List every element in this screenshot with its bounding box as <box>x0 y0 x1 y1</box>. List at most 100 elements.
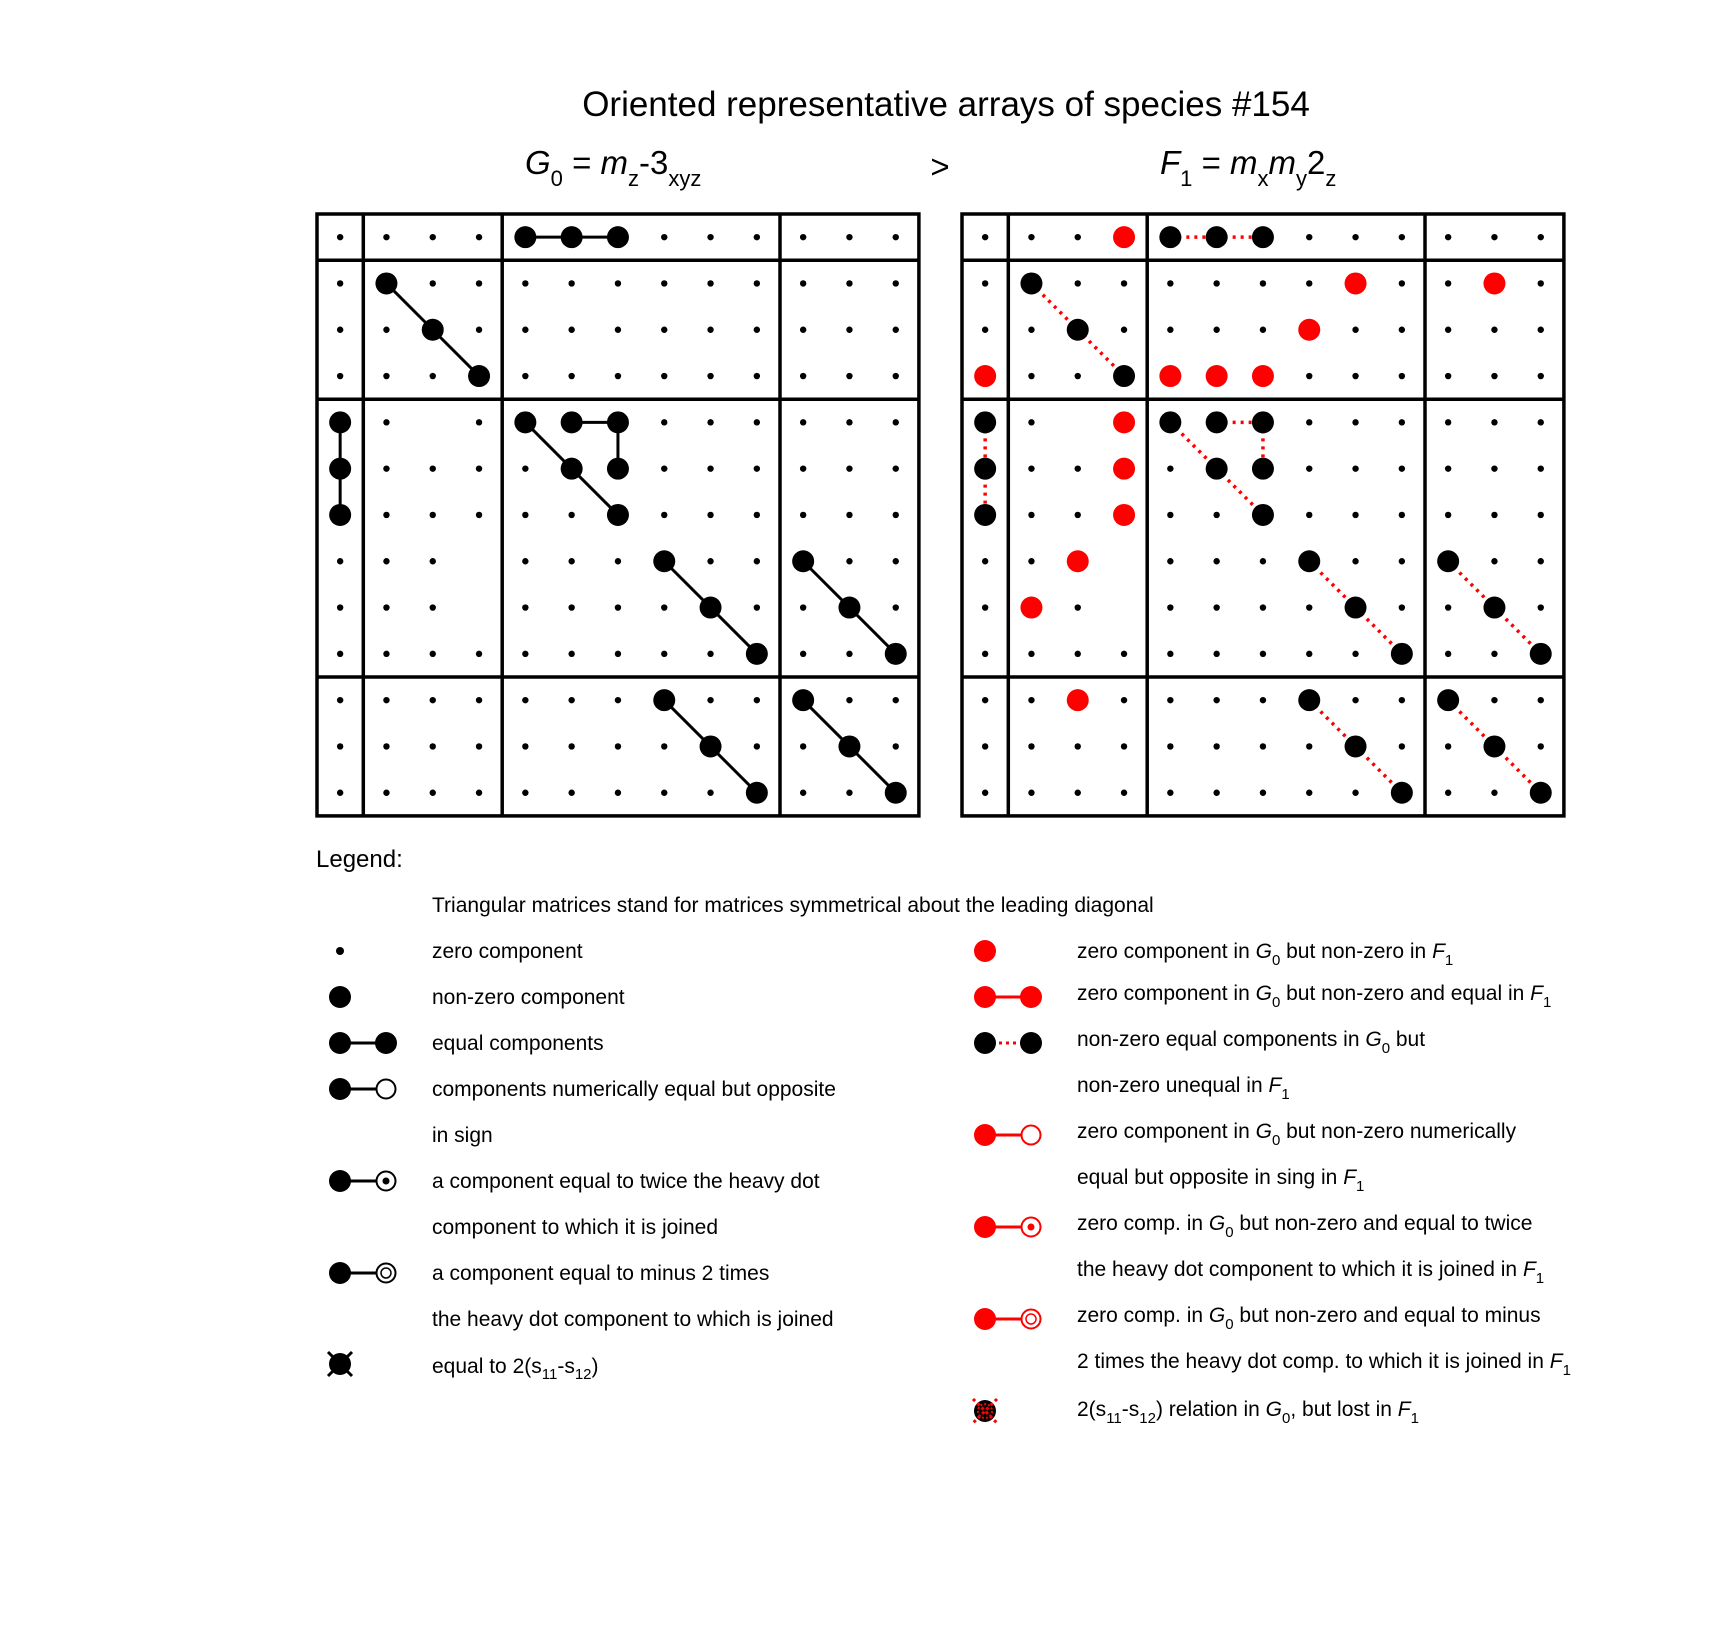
zero-component <box>383 743 390 750</box>
zero-component <box>846 326 853 333</box>
zero-component <box>336 326 344 333</box>
zero-component <box>475 326 483 333</box>
zero-component <box>799 419 807 426</box>
legend-left-column: zero component non-zero component equal … <box>432 940 836 1383</box>
zero-component <box>336 789 344 796</box>
zero-component <box>1259 650 1267 658</box>
zero-component-icon <box>336 947 344 955</box>
zero-component <box>1491 558 1498 565</box>
nonzero-component <box>1251 226 1274 249</box>
zero-component <box>1074 650 1081 658</box>
nonzero-component <box>792 689 815 712</box>
zero-component <box>892 419 899 426</box>
zero-component <box>568 511 575 519</box>
legend-right-text-3: non-zero unequal in F1 <box>1077 1074 1290 1103</box>
zero-component <box>383 604 390 611</box>
zero-component <box>1120 696 1128 704</box>
zero-component <box>336 372 344 380</box>
zero-component <box>981 789 989 796</box>
zero-component <box>892 696 899 704</box>
red-component <box>1483 272 1506 295</box>
zero-component <box>568 604 575 611</box>
zero-component <box>522 558 529 565</box>
zero-component <box>661 326 668 333</box>
red-component <box>1066 550 1089 573</box>
zero-component <box>1444 604 1452 611</box>
zero-component <box>383 465 390 472</box>
zero-component <box>1537 465 1544 472</box>
zero-component <box>1537 696 1544 704</box>
nonzero-component <box>745 781 768 804</box>
zero-component <box>1491 789 1498 796</box>
zero-component <box>1491 233 1498 241</box>
zero-component <box>475 465 483 472</box>
nonzero-component <box>653 550 676 573</box>
nonzero-component <box>606 226 629 249</box>
zero-component <box>1537 280 1544 287</box>
red-component <box>1205 365 1228 388</box>
zero-component <box>707 326 714 333</box>
zero-component <box>1491 650 1498 658</box>
zero-component <box>981 326 989 333</box>
zero-component <box>1028 465 1035 472</box>
zero-component <box>799 233 807 241</box>
zero-component <box>383 326 390 333</box>
zero-component <box>753 465 761 472</box>
zero-component <box>614 789 622 796</box>
zero-component <box>1306 743 1313 750</box>
red-component <box>1298 318 1321 341</box>
zero-component <box>1259 326 1267 333</box>
zero-component <box>1398 743 1406 750</box>
zero-component <box>1074 280 1081 287</box>
zero-component <box>1444 326 1452 333</box>
zero-component <box>1167 696 1174 704</box>
zero-component <box>383 558 390 565</box>
zero-component <box>1259 789 1267 796</box>
nonzero-component <box>1159 411 1182 434</box>
zero-component <box>1352 465 1359 472</box>
zero-component <box>981 743 989 750</box>
opposite-sign-icon <box>329 1078 397 1100</box>
zero-component <box>1074 743 1081 750</box>
zero-component <box>568 789 575 796</box>
zero-component <box>1213 696 1220 704</box>
zero-component <box>429 604 436 611</box>
zero-component <box>799 511 807 519</box>
nonzero-component <box>1529 781 1552 804</box>
zero-component <box>892 326 899 333</box>
zero-component <box>753 743 761 750</box>
zero-component <box>383 233 390 241</box>
nonzero-component <box>1483 735 1506 758</box>
zero-component <box>522 511 529 519</box>
nonzero-component <box>1529 642 1552 665</box>
red-opposite-icon <box>974 1124 1042 1146</box>
zero-component <box>1028 743 1035 750</box>
zero-component <box>1120 280 1128 287</box>
nonzero-component <box>329 411 352 434</box>
zero-component <box>1352 511 1359 519</box>
zero-component <box>475 789 483 796</box>
zero-component <box>846 280 853 287</box>
legend-text-equal: equal components <box>432 1032 604 1055</box>
zero-component <box>429 558 436 565</box>
zero-component <box>1306 650 1313 658</box>
zero-component <box>707 696 714 704</box>
zero-component <box>1537 233 1544 241</box>
legend-right-text-5: equal but opposite in sing in F1 <box>1077 1166 1364 1195</box>
zero-component <box>1352 696 1359 704</box>
legend-right-column: zero component in G0 but non-zero in F1 z… <box>1077 940 1571 1427</box>
zero-component <box>981 604 989 611</box>
legend-right-text-1: zero component in G0 but non-zero and eq… <box>1077 982 1551 1011</box>
zero-component <box>892 558 899 565</box>
zero-component <box>1259 696 1267 704</box>
left-matrix-label: G0 = mz-3xyz <box>525 144 701 191</box>
nonzero-component <box>606 503 629 526</box>
zero-component <box>846 558 853 565</box>
zero-component <box>1028 419 1035 426</box>
nonzero-component <box>1483 596 1506 619</box>
twice-component-icon <box>329 1170 397 1192</box>
nonzero-component <box>884 642 907 665</box>
zero-component <box>892 511 899 519</box>
legend-right-text-0: zero component in G0 but non-zero in F1 <box>1077 940 1453 969</box>
zero-component <box>799 372 807 380</box>
